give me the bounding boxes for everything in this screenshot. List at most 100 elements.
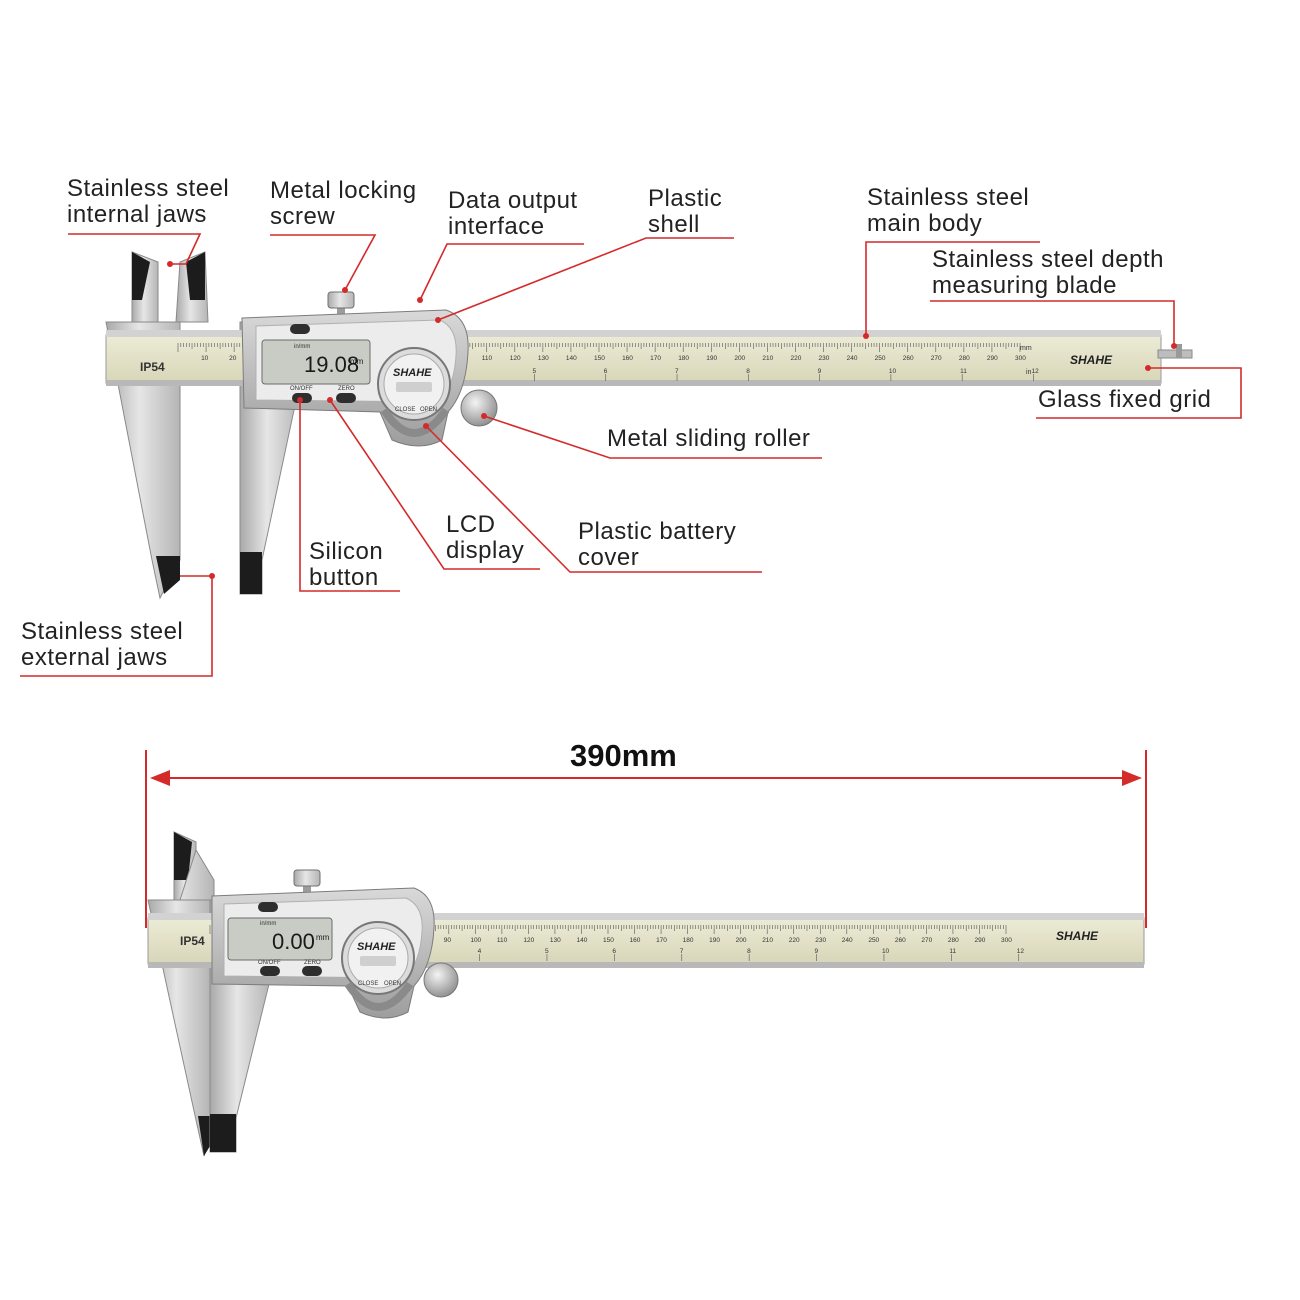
scale-number: 10 bbox=[201, 355, 209, 362]
lcd-unit: mm bbox=[316, 933, 330, 942]
label-line: screw bbox=[270, 203, 336, 230]
scale-number: 90 bbox=[444, 937, 452, 944]
sliding-roller[interactable] bbox=[460, 389, 498, 427]
inch-number: 8 bbox=[746, 368, 750, 375]
inch-number: 12 bbox=[1031, 368, 1039, 375]
label-line: Silicon bbox=[309, 538, 384, 565]
internal-jaw-fixed-tip bbox=[174, 832, 192, 880]
label-depth-blade: Stainless steel depth measuring blade bbox=[932, 247, 1164, 299]
scale-number: 220 bbox=[790, 355, 801, 362]
scale-number: 270 bbox=[921, 937, 932, 944]
inch-number: 10 bbox=[889, 368, 897, 375]
label-data-output: Data output interface bbox=[448, 188, 578, 240]
scale-number: 130 bbox=[538, 355, 549, 362]
scale-number: 180 bbox=[678, 355, 689, 362]
on-off-button[interactable] bbox=[260, 966, 280, 976]
scale-number: 290 bbox=[987, 355, 998, 362]
label-line: display bbox=[446, 537, 525, 564]
inch-number: 8 bbox=[747, 948, 751, 955]
label-line: Metal locking bbox=[270, 177, 417, 204]
brand-logo-beam: SHAHE bbox=[1056, 929, 1099, 943]
zero-button[interactable] bbox=[336, 393, 356, 403]
scale-number: 20 bbox=[229, 355, 237, 362]
sliding-roller[interactable] bbox=[423, 962, 459, 998]
inch-number: 9 bbox=[815, 948, 819, 955]
scale-number: 210 bbox=[762, 937, 773, 944]
scale-number: 260 bbox=[895, 937, 906, 944]
scale-number: 190 bbox=[709, 937, 720, 944]
depth-blade-end bbox=[1176, 344, 1182, 358]
locking-screw-stem bbox=[303, 884, 311, 896]
unit-toggle-label: in/mm bbox=[260, 921, 276, 927]
label-line: measuring blade bbox=[932, 272, 1117, 299]
zero-button[interactable] bbox=[302, 966, 322, 976]
label-line: Plastic bbox=[648, 185, 723, 212]
external-jaw-moving-tip bbox=[240, 552, 262, 594]
label-line: Metal sliding roller bbox=[607, 425, 811, 452]
scale-number: 240 bbox=[847, 355, 858, 362]
external-jaw-fixed-tip bbox=[198, 1116, 210, 1156]
scale-number: 210 bbox=[762, 355, 773, 362]
lcd-reading: 0.00 bbox=[272, 929, 315, 954]
main-beam-bottom-edge bbox=[106, 380, 1161, 386]
on-off-label: ON/OFF bbox=[290, 386, 313, 392]
label-line: main body bbox=[867, 210, 983, 237]
scale-number: 160 bbox=[622, 355, 633, 362]
scale-number: 220 bbox=[789, 937, 800, 944]
length-dimension-label: 390mm bbox=[570, 738, 677, 773]
locking-screw-stem bbox=[337, 306, 345, 320]
caliper-top: 1020304050607080901001101201301401501601… bbox=[105, 251, 1193, 600]
zero-label: ZERO bbox=[338, 386, 355, 392]
scale-number: 240 bbox=[842, 937, 853, 944]
scale-number: 200 bbox=[734, 355, 745, 362]
scale-number: 160 bbox=[630, 937, 641, 944]
internal-jaw-moving-tip bbox=[186, 252, 205, 300]
scale-number: 200 bbox=[736, 937, 747, 944]
locking-screw-head bbox=[293, 869, 321, 887]
on-off-label: ON/OFF bbox=[258, 960, 281, 966]
scale-number: 230 bbox=[819, 355, 830, 362]
inch-number: 5 bbox=[532, 368, 536, 375]
battery-cover-ring bbox=[344, 981, 414, 1011]
inch-number: 7 bbox=[675, 368, 679, 375]
inch-number: 11 bbox=[949, 948, 956, 955]
lcd-unit: mm bbox=[350, 357, 364, 366]
main-beam-bottom-edge bbox=[148, 962, 1144, 968]
caliper-bottom: 1020304050607080901001101201301401501601… bbox=[147, 831, 1145, 1157]
label-line: interface bbox=[448, 213, 545, 240]
battery-cover-slot bbox=[396, 382, 432, 392]
label-line: Data output bbox=[448, 187, 578, 214]
inch-number: 12 bbox=[1017, 948, 1025, 955]
scale-number: 250 bbox=[875, 355, 886, 362]
label-line: Glass fixed grid bbox=[1038, 386, 1212, 413]
unit-toggle-button[interactable] bbox=[258, 902, 278, 912]
label-line: Stainless steel bbox=[867, 184, 1030, 211]
label-main-body: Stainless steel main body bbox=[867, 185, 1029, 237]
brand-logo-shell: SHAHE bbox=[357, 941, 396, 953]
battery-cover-ring bbox=[380, 407, 450, 437]
open-label: OPEN bbox=[384, 981, 401, 987]
brand-logo-shell: SHAHE bbox=[393, 367, 432, 379]
scale-number: 150 bbox=[603, 937, 614, 944]
scale-number: 110 bbox=[497, 937, 508, 944]
label-line: shell bbox=[648, 211, 700, 238]
main-beam-top-edge bbox=[148, 913, 1144, 920]
battery-cover-slot bbox=[360, 956, 396, 966]
scale-number: 290 bbox=[974, 937, 985, 944]
inch-unit-label: in bbox=[1026, 369, 1032, 376]
inch-number: 10 bbox=[882, 948, 890, 955]
label-lcd-display: LCD display bbox=[446, 512, 524, 564]
zero-label: ZERO bbox=[304, 960, 321, 966]
label-sliding-roller: Metal sliding roller bbox=[607, 426, 810, 452]
scale-number: 280 bbox=[959, 355, 970, 362]
unit-toggle-button[interactable] bbox=[290, 324, 310, 334]
label-plastic-shell: Plastic shell bbox=[648, 186, 722, 238]
label-line: internal jaws bbox=[67, 201, 207, 228]
label-silicon-button: Silicon button bbox=[309, 539, 383, 591]
scale-number: 230 bbox=[815, 937, 826, 944]
inch-number: 4 bbox=[478, 948, 482, 955]
ip-rating: IP54 bbox=[180, 934, 205, 948]
label-line: Stainless steel depth bbox=[932, 246, 1164, 273]
